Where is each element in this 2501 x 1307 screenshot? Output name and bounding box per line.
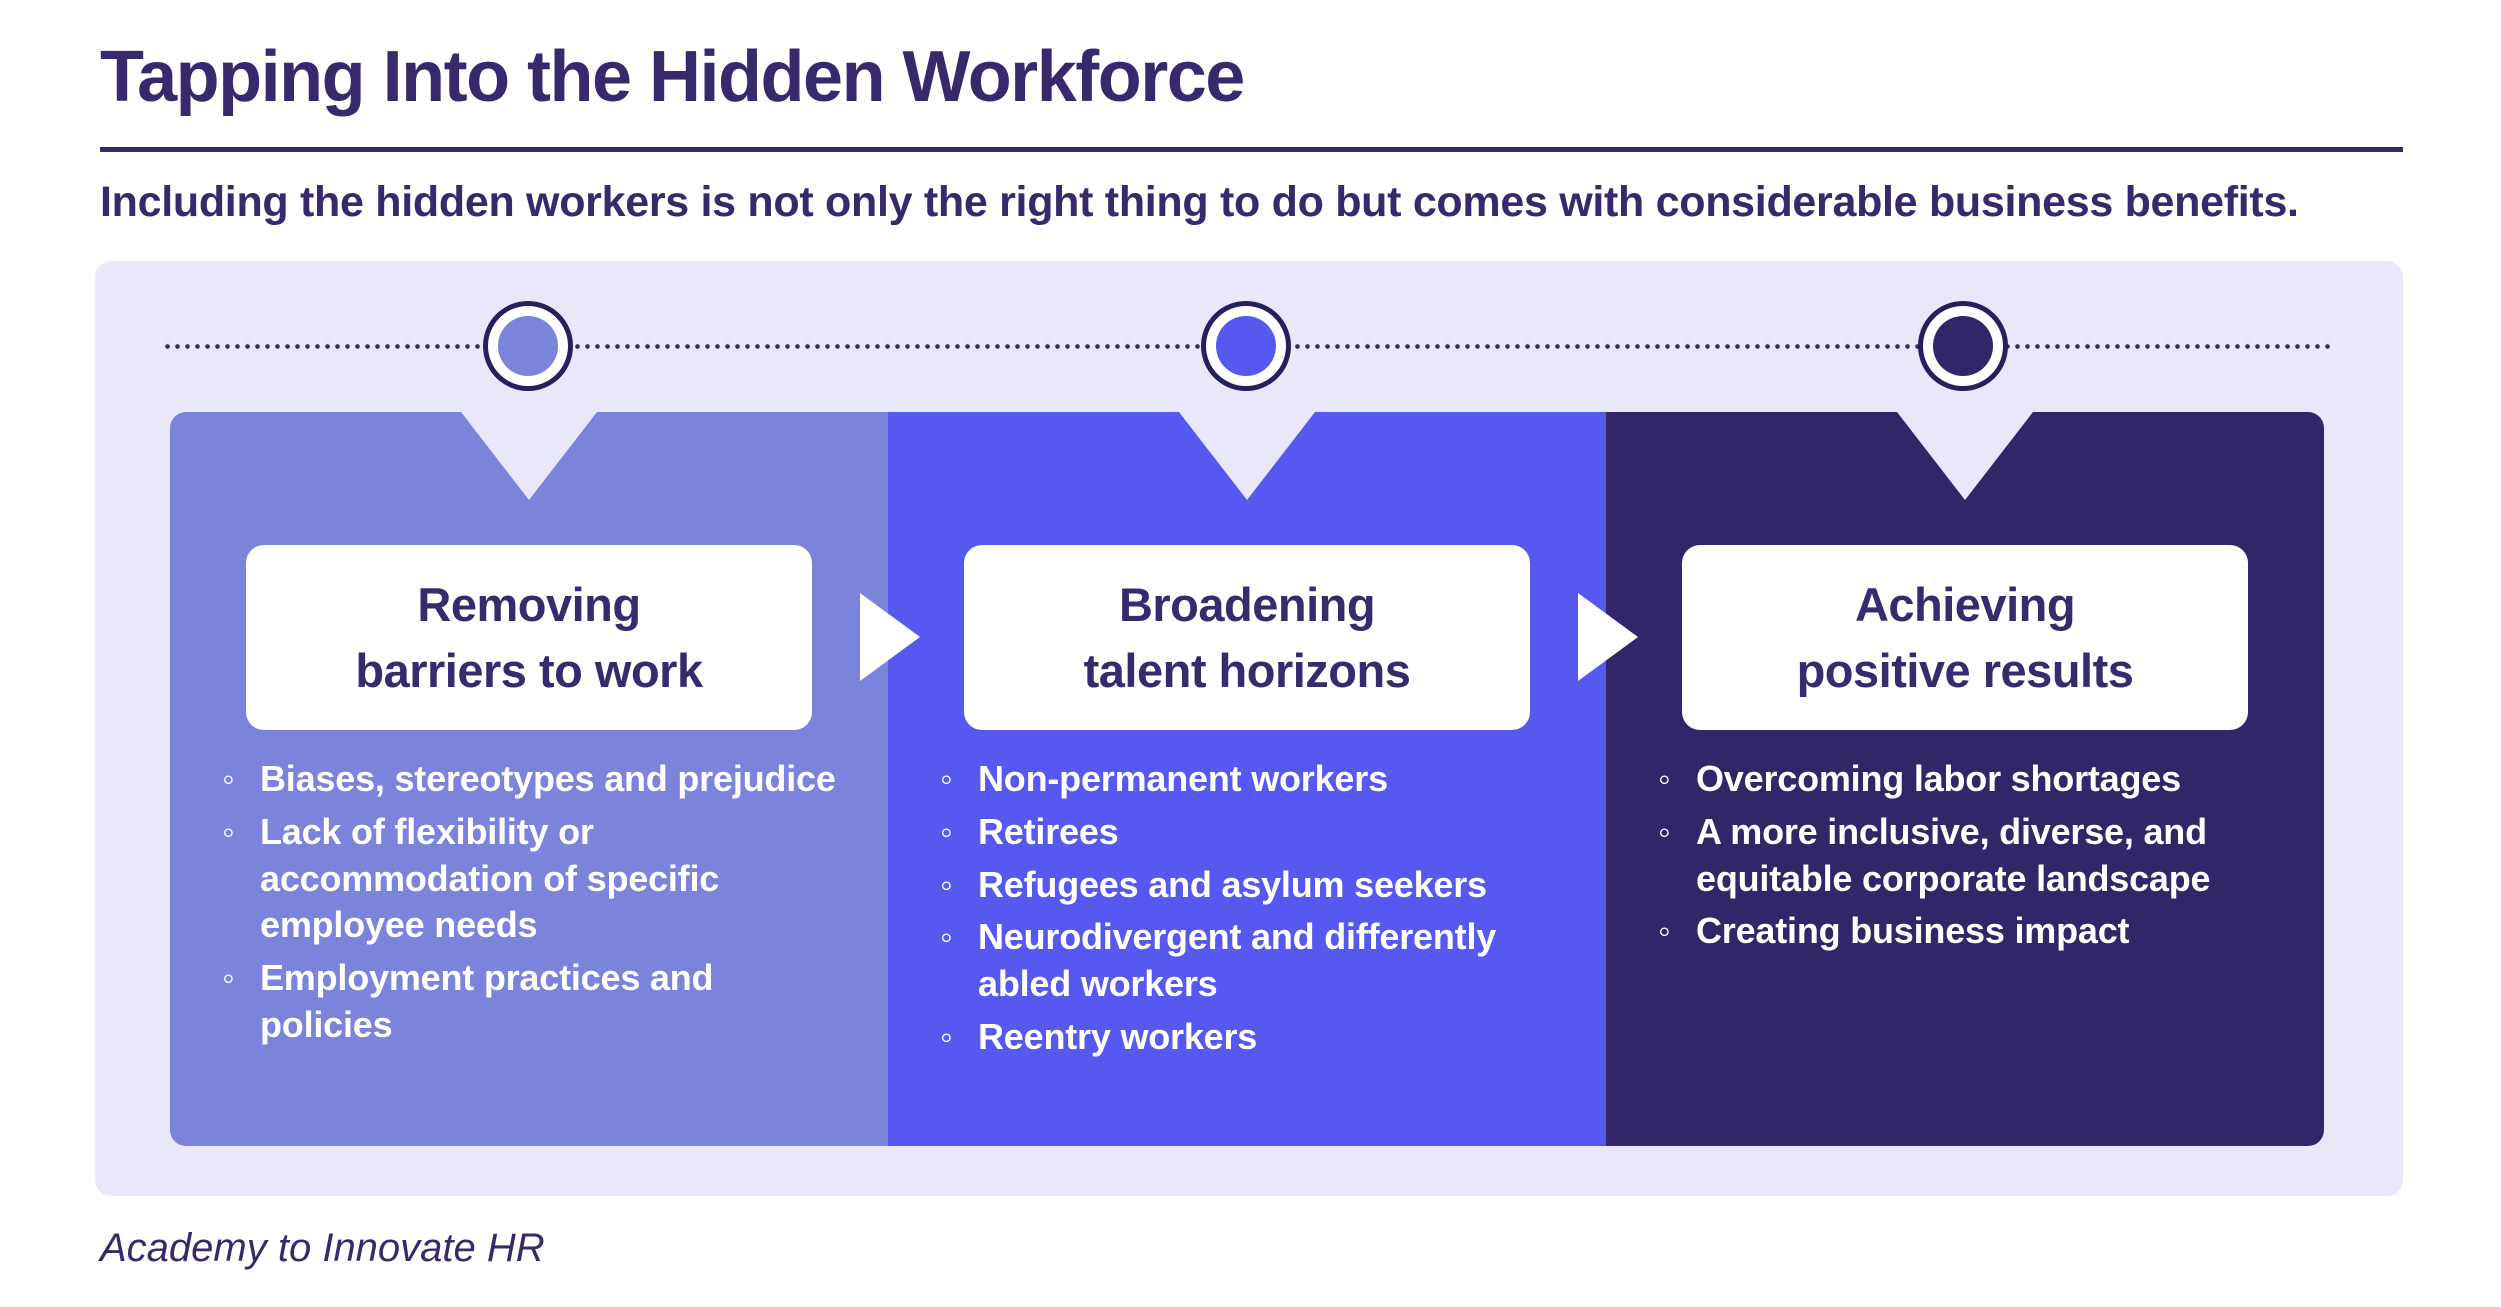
stage-heading-box-3: Achieving positive results [1682,545,2248,730]
right-arrow-icon [860,593,920,681]
right-arrow-icon [1578,593,1638,681]
bullet-text: Neurodivergent and differently abled wor… [978,916,1497,1005]
list-item: ◦ Non-permanent workers [940,756,1554,803]
bullet-text: Employment practices and policies [260,957,714,1045]
stage-bullet-list-1: ◦ Biases, stereotypes and prejudice ◦ La… [222,756,836,1055]
list-item: ◦ Overcoming labor shortages [1658,756,2272,803]
notch-icon [1897,412,2033,500]
list-item: ◦ Neurodivergent and differently abled w… [940,914,1554,1008]
bullet-icon: ◦ [940,916,953,958]
list-item: ◦ A more inclusive, diverse, and equitab… [1658,809,2272,903]
list-item: ◦ Creating business impact [1658,908,2272,955]
page-title: Tapping Into the Hidden Workforce [100,37,1245,117]
bullet-text: Creating business impact [1696,910,2130,952]
bullet-text: A more inclusive, diverse, and equitable… [1696,810,2211,899]
list-item: ◦ Reentry workers [940,1014,1554,1061]
stage-heading-line: barriers to work [355,643,703,697]
stage-heading-line: Achieving [1854,577,2076,631]
stage-bullet-list-2: ◦ Non-permanent workers ◦ Retirees ◦ Ref… [940,756,1554,1067]
list-item: ◦ Refugees and asylum seekers [940,862,1554,909]
timeline-marker-1-dot-icon [498,316,558,376]
bullet-icon: ◦ [222,810,235,852]
list-item: ◦ Lack of flexibility or accommodation o… [222,809,836,949]
bullet-icon: ◦ [940,1015,953,1057]
bullet-text: Retirees [978,810,1119,852]
bullet-text: Overcoming labor shortages [1696,758,2181,799]
bullet-text: Reentry workers [978,1015,1258,1057]
title-underline [100,147,2403,152]
source-credit: Academy to Innovate HR [100,1226,545,1270]
bullet-icon: ◦ [940,810,953,852]
list-item: ◦ Biases, stereotypes and prejudice [222,756,836,803]
stage-heading-line: Broadening [1118,577,1376,631]
bullet-icon: ◦ [1658,910,1671,952]
page-subtitle: Including the hidden workers is not only… [100,178,2299,226]
stage-heading-box-1: Removing barriers to work [246,545,812,730]
bullet-text: Non-permanent workers [978,758,1388,799]
stage-heading-line: Removing [417,577,641,631]
bullet-text: Biases, stereotypes and prejudice [260,758,836,799]
list-item: ◦ Employment practices and policies [222,955,836,1049]
stage-heading-box-2: Broadening talent horizons [964,545,1530,730]
timeline-marker-3-dot-icon [1933,316,1993,376]
timeline-marker-1 [483,301,573,391]
stage-heading-line: talent horizons [1083,643,1411,697]
bullet-icon: ◦ [940,863,953,905]
bullet-icon: ◦ [1658,810,1671,852]
bullet-icon: ◦ [222,758,235,799]
stage-column-broadening-talent: Broadening talent horizons ◦ Non-permane… [888,412,1606,1146]
bullet-icon: ◦ [222,957,235,999]
notch-icon [461,412,597,500]
bullet-icon: ◦ [940,758,953,799]
stage-column-removing-barriers: Removing barriers to work ◦ Biases, ster… [170,412,888,1146]
bullet-icon: ◦ [1658,758,1671,799]
stage-columns: Removing barriers to work ◦ Biases, ster… [170,412,2324,1146]
stage-column-achieving-results: Achieving positive results ◦ Overcoming … [1606,412,2324,1146]
bullet-text: Lack of flexibility or accommodation of … [260,810,720,946]
stage-bullet-list-3: ◦ Overcoming labor shortages ◦ A more in… [1658,756,2272,961]
list-item: ◦ Retirees [940,809,1554,856]
bullet-text: Refugees and asylum seekers [978,863,1487,905]
timeline-marker-3 [1918,301,2008,391]
notch-icon [1179,412,1315,500]
stage-heading-line: positive results [1796,643,2134,697]
timeline-marker-2-dot-icon [1216,316,1276,376]
timeline-marker-2 [1201,301,1291,391]
